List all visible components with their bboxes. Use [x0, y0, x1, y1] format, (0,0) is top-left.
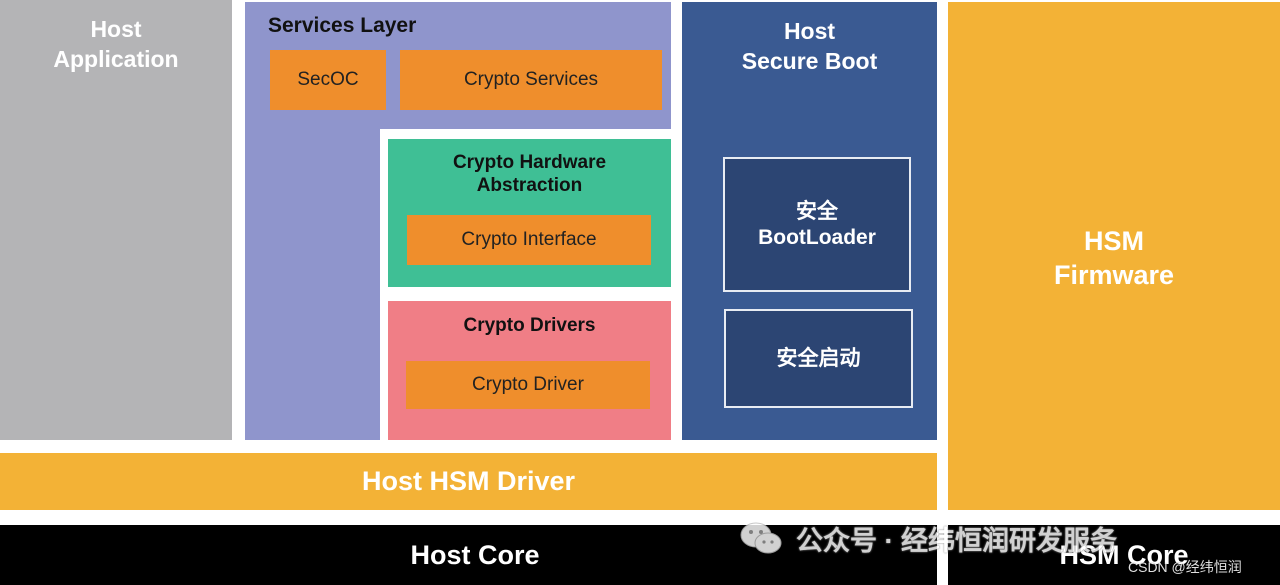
host-application-block: Host Application: [0, 0, 232, 440]
wechat-watermark: 公众号 · 经纬恒润研发服务: [738, 518, 1117, 558]
host-hsm-driver-label: Host HSM Driver: [361, 466, 576, 496]
host-hsm-driver-block: Host HSM Driver: [0, 453, 937, 510]
crypto-hw-abstraction-title: Crypto Hardware Abstraction: [452, 152, 607, 196]
secure-bootloader-box: 安全 BootLoader: [723, 157, 911, 292]
services-layer-title: Services Layer: [268, 14, 417, 37]
crypto-drivers-title: Crypto Drivers: [463, 315, 596, 336]
hsm-firmware-block: HSM Firmware: [948, 2, 1280, 510]
crypto-driver-box: Crypto Driver: [406, 361, 650, 409]
host-application-label: Host Application: [53, 16, 179, 72]
csdn-watermark: CSDN @经纬恒润: [1128, 559, 1242, 575]
secoc-box: SecOC: [270, 50, 386, 110]
services-layer-block-lower: [245, 128, 380, 440]
secure-start-box: 安全启动: [724, 309, 913, 408]
crypto-services-box: Crypto Services: [400, 50, 662, 110]
host-core-label: Host Core: [410, 540, 540, 570]
crypto-interface-box: Crypto Interface: [407, 215, 651, 265]
host-core-block: Host Core: [0, 525, 937, 585]
hsm-firmware-label: HSM Firmware: [1053, 226, 1175, 290]
host-secure-boot-title: Host Secure Boot: [741, 18, 878, 74]
hsm-core-label: HSM Core: [1059, 540, 1189, 570]
wechat-icon: [740, 522, 782, 554]
watermark-text: 公众号 · 经纬恒润研发服务: [796, 525, 1117, 556]
hsm-core-block: HSM Core: [948, 525, 1280, 585]
